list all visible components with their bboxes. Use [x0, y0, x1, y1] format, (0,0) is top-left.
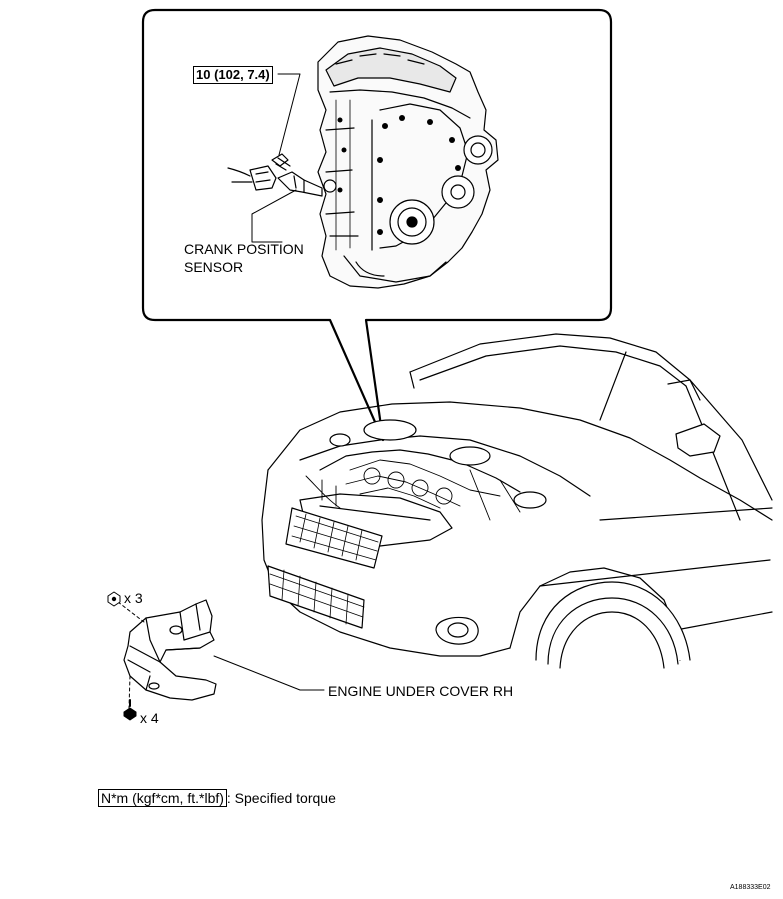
torque-legend: N*m (kgf*cm, ft.*lbf): Specified torque [98, 789, 336, 807]
bolt-quantity-label: x 4 [140, 710, 159, 726]
car-illustration [261, 333, 773, 669]
torque-spec-label: 10 (102, 7.4) [193, 66, 273, 84]
leader-lines [251, 73, 301, 243]
nut-quantity-label: x 3 [124, 590, 143, 606]
crank-sensor-art [227, 153, 323, 197]
torque-unit-box: N*m (kgf*cm, ft.*lbf) [98, 789, 227, 807]
under-cover-label: ENGINE UNDER COVER RH [328, 683, 514, 699]
sensor-label-line1: CRANK POSITION [184, 241, 304, 257]
engine-detail [317, 35, 499, 289]
torque-unit-desc: : Specified torque [226, 790, 336, 806]
under-cover-art [123, 599, 217, 701]
bolt-icon [123, 699, 137, 721]
figure-id: A188333E02 [730, 884, 771, 891]
cover-leader [213, 655, 325, 691]
sensor-label-line2: SENSOR [184, 259, 244, 275]
nut-icon [107, 591, 121, 607]
